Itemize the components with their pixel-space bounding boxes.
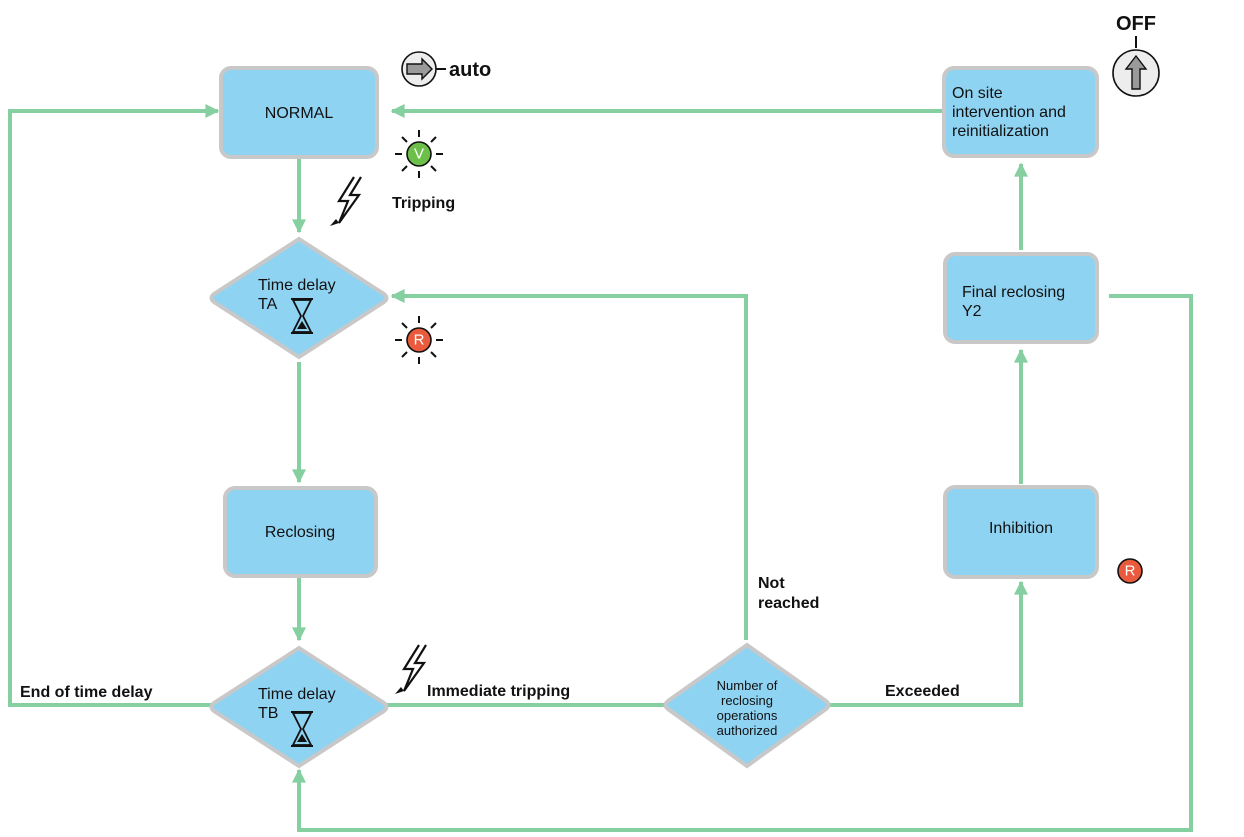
lightning-bolt-icon xyxy=(330,176,362,226)
led-r-inhibition-text: R xyxy=(1125,563,1136,580)
node-inhibition[interactable]: Inhibition xyxy=(943,485,1099,579)
node-reclosing-label: Reclosing xyxy=(265,524,335,541)
right-arrow-switch-icon xyxy=(401,51,437,87)
led-red-inhibition: R xyxy=(1117,558,1143,584)
arrow-final-to-tb xyxy=(292,294,1193,832)
label-end-of-time-delay: End of time delay xyxy=(20,684,153,701)
led-v-text: V xyxy=(414,146,424,163)
node-number-line2: reclosing xyxy=(721,693,773,708)
node-ta-line2: TA xyxy=(258,296,278,313)
lightning-bolt-icon xyxy=(395,644,427,694)
flow-arrows xyxy=(8,104,1193,832)
node-tb-line2: TB xyxy=(258,705,278,722)
node-onsite-line1: On site xyxy=(952,85,1003,102)
node-inhibition-label: Inhibition xyxy=(989,520,1053,537)
node-reclosing[interactable]: Reclosing xyxy=(223,486,378,578)
label-exceeded: Exceeded xyxy=(885,683,960,700)
label-off: OFF xyxy=(1116,13,1156,35)
off-switch: OFF xyxy=(1112,13,1160,97)
node-number-line4: authorized xyxy=(717,723,778,738)
node-ta-line1: Time delay xyxy=(258,277,336,294)
node-number-line1: Number of xyxy=(717,678,778,693)
node-on-site[interactable]: On site intervention and reinitializatio… xyxy=(942,66,1099,158)
node-final-line1: Final reclosing xyxy=(962,284,1065,301)
label-not-reached-2: reached xyxy=(758,595,819,612)
hourglass-icon xyxy=(291,711,313,747)
node-time-delay-ta[interactable]: Time delay TA xyxy=(209,236,389,360)
label-immediate-tripping: Immediate tripping xyxy=(427,683,570,700)
label-auto: auto xyxy=(449,59,491,81)
arrow-number-to-inhibition xyxy=(830,580,1028,707)
node-onsite-line2: intervention and xyxy=(952,104,1066,121)
node-normal[interactable]: NORMAL xyxy=(219,66,379,159)
node-final-reclosing[interactable]: Final reclosing Y2 xyxy=(943,252,1099,344)
hourglass-icon xyxy=(291,298,313,334)
led-r-ta-text: R xyxy=(414,332,425,349)
label-not-reached-1: Not xyxy=(758,575,785,592)
arrow-tb-to-normal xyxy=(8,104,220,707)
auto-switch: auto xyxy=(401,51,491,87)
node-final-line2: Y2 xyxy=(962,303,982,320)
label-tripping: Tripping xyxy=(392,195,455,212)
node-number-reclosing[interactable]: Number of reclosing operations authorize… xyxy=(663,642,831,769)
node-number-line3: operations xyxy=(717,708,778,723)
led-green-indicator: V xyxy=(395,130,443,178)
node-tb-line1: Time delay xyxy=(258,686,336,703)
node-time-delay-tb[interactable]: Time delay TB xyxy=(209,645,389,769)
led-red-indicator: R xyxy=(395,316,443,364)
up-arrow-switch-icon xyxy=(1112,49,1160,97)
arrow-number-to-ta xyxy=(390,289,748,640)
node-normal-label: NORMAL xyxy=(265,105,334,122)
node-onsite-line3: reinitialization xyxy=(952,123,1049,140)
